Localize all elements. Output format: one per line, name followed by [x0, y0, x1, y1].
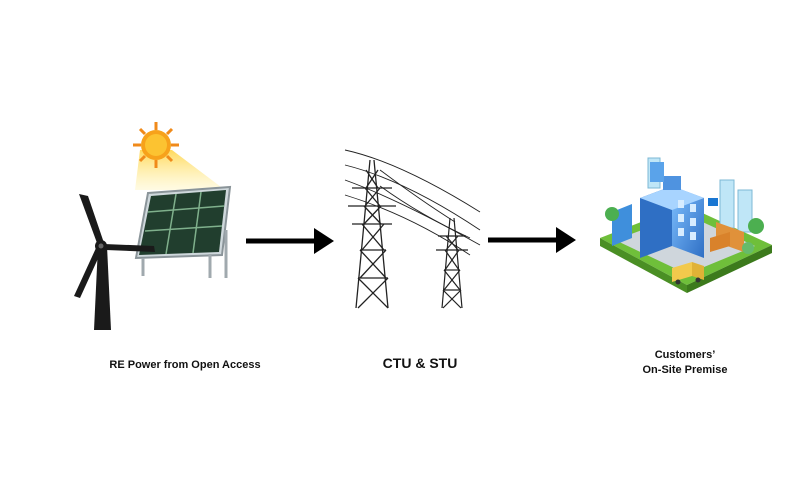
node-label-transmission-line-1: CTU & STU — [382, 355, 458, 371]
tower-small — [436, 217, 468, 309]
industrial-facility-icon — [600, 157, 772, 293]
solar-panel-icon — [134, 185, 232, 278]
node-label-destination-line-1: Customers’ — [654, 349, 716, 361]
wind-turbine-and-solar-panel-icon — [74, 122, 232, 330]
node-label-source: RE Power from Open Access — [80, 358, 290, 373]
power-lines — [344, 149, 481, 256]
main-building — [640, 162, 704, 258]
node-label-source-line-1: RE Power from Open Access — [109, 359, 261, 371]
transmission-tower-icon — [344, 149, 481, 309]
wind-turbine-icon — [74, 194, 155, 330]
node-label-destination: Customers’ On-Site Premise — [610, 348, 760, 378]
arrow-source-to-transmission — [246, 228, 334, 254]
truck-icon — [672, 262, 704, 285]
node-label-destination-line-2: On-Site Premise — [642, 364, 728, 376]
sun-icon — [133, 122, 179, 168]
node-label-transmission: CTU & STU — [350, 356, 490, 371]
tower-large — [348, 159, 396, 309]
arrow-transmission-to-destination — [488, 227, 576, 253]
